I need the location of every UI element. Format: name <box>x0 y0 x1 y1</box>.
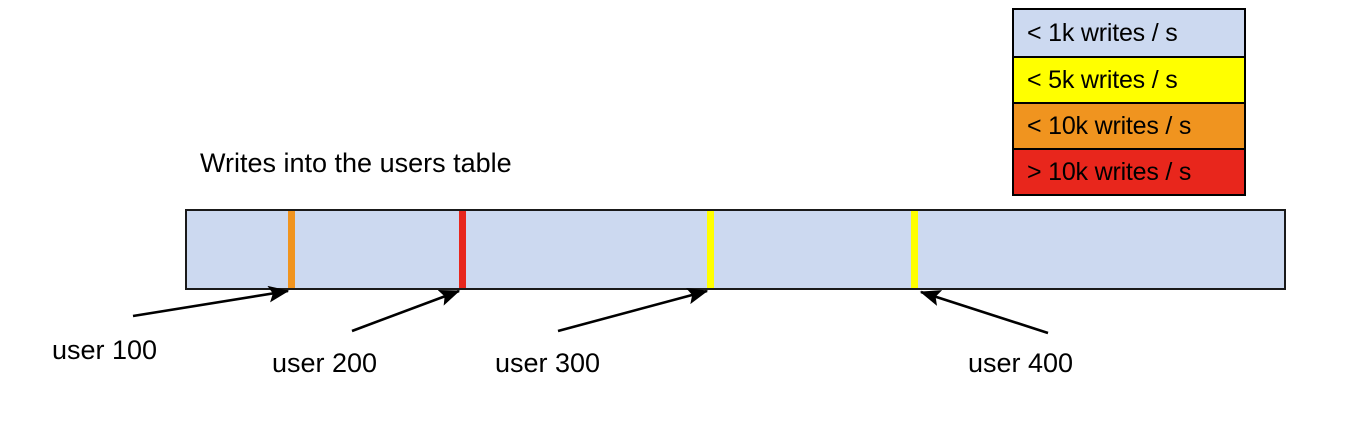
label-user-300: user 300 <box>495 348 601 378</box>
legend-item-low: < 1k writes / s <box>1014 10 1244 56</box>
keyspace-bar <box>185 209 1286 290</box>
label-user-400: user 400 <box>968 348 1074 378</box>
legend-item-high-label: < 10k writes / s <box>1027 111 1192 140</box>
legend-item-medium-label: < 5k writes / s <box>1027 65 1178 94</box>
hotspot-stripe-user-400 <box>911 211 918 288</box>
arrow-user-100 <box>132 285 290 318</box>
hotspot-stripe-user-200 <box>459 211 466 288</box>
legend: < 1k writes / s < 5k writes / s < 10k wr… <box>1012 8 1246 196</box>
hotspot-stripe-user-100 <box>288 211 295 288</box>
chart-title: Writes into the users table <box>200 148 512 178</box>
legend-item-medium: < 5k writes / s <box>1014 56 1244 102</box>
legend-item-critical: > 10k writes / s <box>1014 148 1244 194</box>
legend-item-low-label: < 1k writes / s <box>1027 18 1178 47</box>
arrow-user-400 <box>919 290 1049 335</box>
arrow-user-200 <box>351 289 461 333</box>
label-user-100: user 100 <box>52 335 158 365</box>
legend-item-critical-label: > 10k writes / s <box>1027 157 1192 186</box>
hotspot-stripe-user-300 <box>707 211 714 288</box>
legend-item-high: < 10k writes / s <box>1014 102 1244 148</box>
label-user-200: user 200 <box>272 348 378 378</box>
arrow-user-300 <box>557 288 709 333</box>
